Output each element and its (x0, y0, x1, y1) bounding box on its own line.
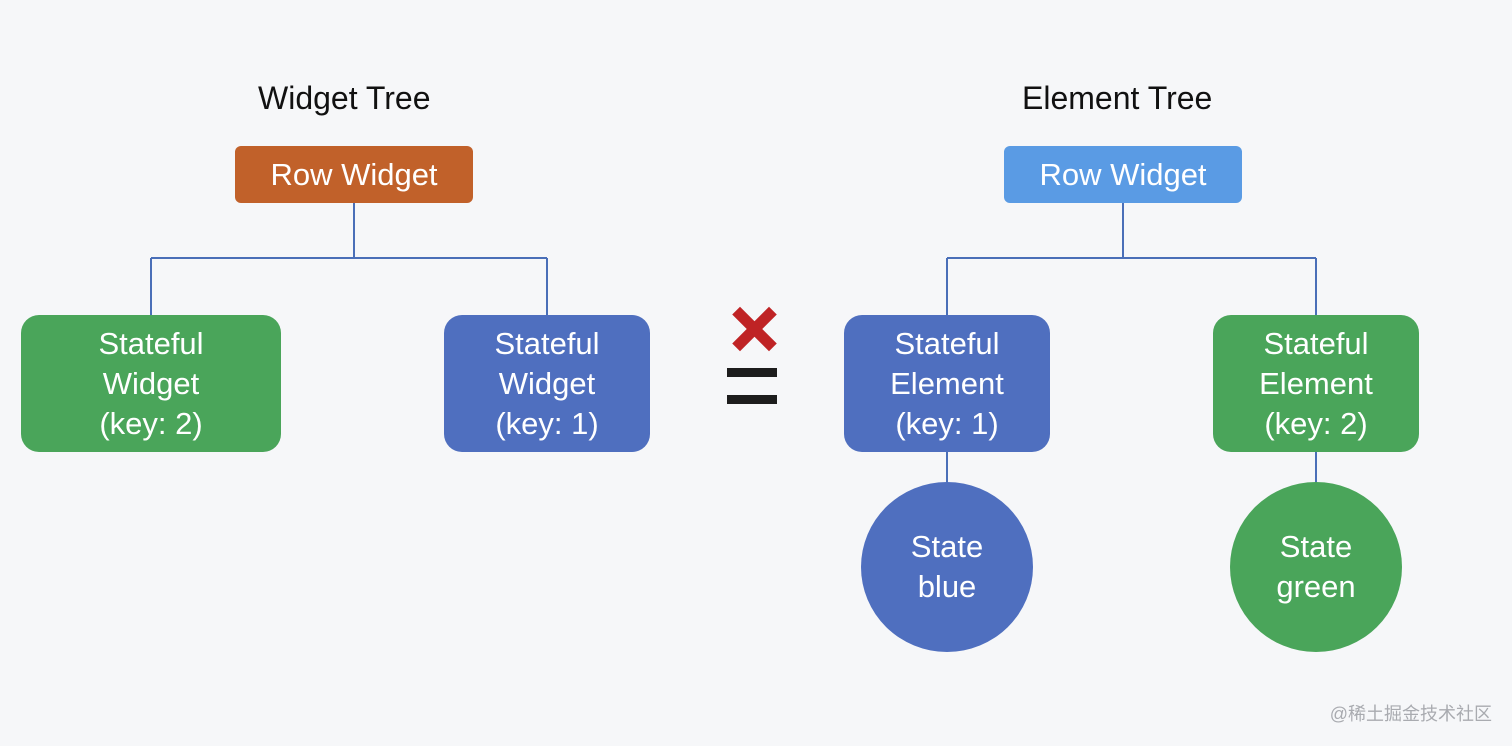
node-line: Stateful (894, 325, 1000, 361)
element-tree-root-label: Row Widget (1039, 156, 1207, 192)
widget-tree-title: Widget Tree (258, 80, 431, 116)
node-line: Widget (102, 365, 200, 401)
node-line: (key: 2) (99, 405, 203, 441)
element-tree-connector (946, 203, 1317, 315)
node-line: State (1279, 529, 1353, 564)
not-equal-symbol (720, 305, 784, 415)
stateful-element-key-1-node: Stateful Element (key: 1) (844, 315, 1050, 452)
equals-bar-bottom (727, 395, 777, 404)
equals-bar-top (727, 368, 777, 377)
node-line: Stateful (98, 325, 204, 361)
element-tree-root-node: Row Widget (1004, 146, 1242, 203)
red-cross-icon (732, 307, 776, 351)
stateful-widget-key-1-node: Stateful Widget (key: 1) (444, 315, 650, 452)
node-line: (key: 1) (495, 405, 599, 441)
node-line: Widget (498, 365, 596, 401)
widget-tree-root-node: Row Widget (235, 146, 473, 203)
stateful-element-key-2-node: Stateful Element (key: 2) (1213, 315, 1419, 452)
state-blue-node: State blue (861, 482, 1033, 652)
watermark: @稀土掘金技术社区 (1329, 704, 1492, 724)
node-line: blue (917, 569, 977, 604)
node-line: Element (890, 365, 1004, 401)
widget-tree-root-label: Row Widget (270, 156, 438, 192)
element-tree-title: Element Tree (1022, 80, 1213, 116)
node-line: State (910, 529, 984, 564)
state-green-node: State green (1230, 482, 1402, 652)
stateful-widget-key-2-node: Stateful Widget (key: 2) (21, 315, 281, 452)
node-line: Element (1259, 365, 1373, 401)
node-line: (key: 1) (895, 405, 999, 441)
node-line: green (1276, 569, 1356, 604)
node-line: Stateful (494, 325, 600, 361)
node-line: (key: 2) (1264, 405, 1368, 441)
widget-tree-connector (150, 203, 548, 315)
node-line: Stateful (1263, 325, 1369, 361)
